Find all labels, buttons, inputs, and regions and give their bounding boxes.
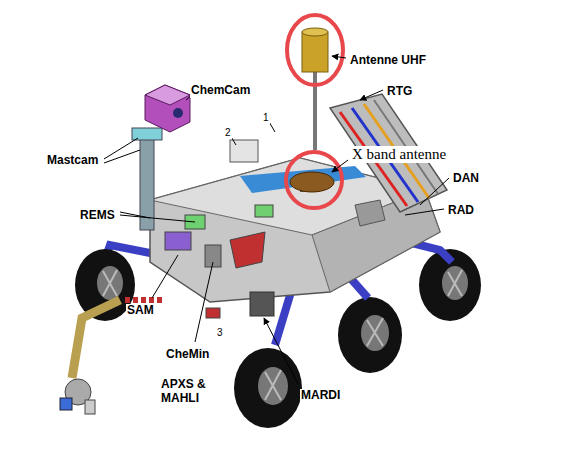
callout-number-text: 1 xyxy=(262,112,270,124)
callout-number: 3 xyxy=(216,322,224,340)
part-label: MARDI xyxy=(300,385,341,403)
part-label-text: Mastcam xyxy=(46,154,99,168)
robotic-arm-part xyxy=(125,297,165,303)
leader-lines-part xyxy=(332,56,346,58)
mast-part xyxy=(132,128,162,140)
part-label-text: DAN xyxy=(452,172,480,186)
x-band-antenna-part xyxy=(286,152,342,208)
rtg xyxy=(330,94,447,212)
uhf-antenna-part xyxy=(302,28,328,36)
rover-body-part xyxy=(312,190,440,292)
x-band-antenna xyxy=(286,152,342,208)
rover-body-part xyxy=(230,232,265,268)
robotic-arm-part xyxy=(60,398,72,410)
uhf-antenna-part xyxy=(287,15,343,85)
uhf-antenna xyxy=(287,15,343,150)
middle-wheel-part xyxy=(367,318,383,346)
uhf-antenna-part xyxy=(302,32,328,72)
part-label-text: X band antenne xyxy=(351,146,447,163)
part-label: Antenne UHF xyxy=(349,50,427,68)
part-label-text: RAD xyxy=(447,204,475,218)
leader-lines-part xyxy=(152,255,178,298)
part-label: DAN xyxy=(452,168,480,186)
leader-lines-part xyxy=(360,90,383,100)
leader-lines-part xyxy=(120,215,195,222)
part-label-text: REMS xyxy=(79,209,116,223)
front-right-wheel-part xyxy=(258,367,288,405)
part-label: X band antenne xyxy=(351,145,447,163)
part-label: CheMin xyxy=(165,344,210,362)
rover-body-part xyxy=(255,205,273,217)
part-label-text: ChemCam xyxy=(190,84,251,98)
part-label: Mastcam xyxy=(46,150,99,168)
part-label-text: RTG xyxy=(386,85,413,99)
leader-lines-part xyxy=(420,178,449,205)
part-label-text: CheMin xyxy=(165,348,210,362)
part-label: RTG xyxy=(386,81,413,99)
part-label: RAD xyxy=(447,200,475,218)
part-label-text: Antenne UHF xyxy=(349,54,427,68)
part-label: SAM xyxy=(126,300,155,318)
chemcam-box-part xyxy=(173,108,183,118)
chemcam-box-part xyxy=(145,85,190,105)
robotic-arm-part xyxy=(72,300,120,378)
front-right-wheel xyxy=(234,348,302,428)
leader-lines-part xyxy=(264,318,298,384)
rover-body-part xyxy=(250,292,274,316)
leader-lines-part xyxy=(104,138,138,159)
rover-body-part xyxy=(240,166,366,193)
part-label-text: SAM xyxy=(126,304,155,318)
front-left-wheel-part xyxy=(103,270,117,296)
mast-part xyxy=(140,130,154,230)
rover-body-part xyxy=(355,200,385,226)
callout-number-text: 3 xyxy=(216,327,224,339)
front-right-wheel-part xyxy=(265,370,281,400)
rover-body-part xyxy=(165,232,191,250)
middle-wheel-part xyxy=(338,297,402,373)
rover-body-part xyxy=(230,140,258,162)
callout-number: 1 xyxy=(262,107,270,125)
rover-body-part xyxy=(206,308,220,318)
leader-lines-part xyxy=(195,262,213,342)
part-label: REMS xyxy=(79,205,116,223)
rear-wheel-part xyxy=(448,270,462,296)
middle-wheel xyxy=(338,297,402,373)
part-label-text: APXS & MAHLI xyxy=(160,378,220,406)
leader-lines-part xyxy=(332,160,348,172)
part-label: APXS & MAHLI xyxy=(160,378,220,406)
robotic-arm-part xyxy=(85,400,95,414)
robotic-arm xyxy=(60,300,165,414)
front-left-wheel-part xyxy=(97,266,123,300)
middle-wheel-part xyxy=(361,315,389,351)
callout-number-text: 2 xyxy=(224,127,232,139)
leader-lines-part xyxy=(405,209,444,215)
chemcam-box-part xyxy=(145,85,190,132)
mast xyxy=(132,128,162,230)
front-right-wheel-part xyxy=(234,348,302,428)
x-band-antenna-part xyxy=(290,172,334,192)
leader-lines xyxy=(104,56,449,384)
part-label: ChemCam xyxy=(190,80,251,98)
callout-number: 2 xyxy=(224,122,232,140)
rear-wheel-part xyxy=(442,266,468,300)
chemcam-box xyxy=(145,85,190,132)
part-label-text: MARDI xyxy=(300,389,341,403)
leader-lines-part xyxy=(104,150,140,163)
rtg-part xyxy=(330,94,447,212)
